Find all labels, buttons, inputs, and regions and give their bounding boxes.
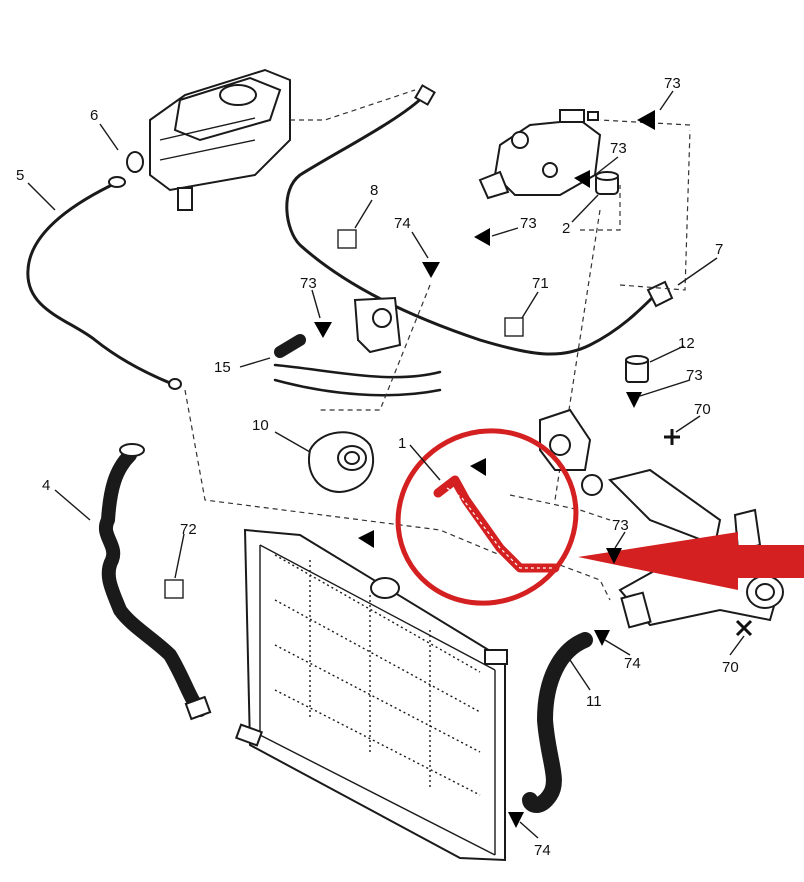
callout-11: 11 [586, 693, 602, 710]
radiator [234, 528, 508, 862]
callout-73-bracket: 73 [300, 275, 317, 292]
vent-hose-5 [26, 176, 182, 390]
hose-clamp-bracket [353, 296, 402, 354]
cross-marker-70-top [664, 429, 680, 445]
callout-1: 1 [398, 435, 406, 452]
callout-74-mid: 74 [624, 655, 641, 672]
heater-hose [273, 363, 442, 379]
callout-6: 6 [90, 107, 98, 124]
hose-connector-10 [308, 431, 375, 494]
callout-73-outlet: 73 [612, 517, 629, 534]
callout-4: 4 [42, 477, 50, 494]
highlight-circle [395, 428, 579, 606]
callout-73-top: 73 [664, 75, 681, 92]
arrow-1-red [470, 458, 486, 476]
arrow-73-mid [474, 228, 490, 246]
expansion-tank [149, 68, 291, 211]
square-marker-71 [504, 317, 524, 337]
thermostat-housing [478, 109, 602, 200]
lower-hose-11 [522, 632, 593, 813]
callout-8: 8 [370, 182, 378, 199]
arrow-74-bottom [508, 812, 524, 828]
callout-70-top: 70 [694, 401, 711, 418]
callout-73-right: 73 [686, 367, 703, 384]
arrow-73-bracket [314, 322, 332, 338]
highlighted-hose [433, 475, 560, 573]
red-pointer-arrow [578, 532, 804, 590]
square-marker-72 [164, 579, 184, 599]
vent-hose-top [285, 84, 674, 356]
seal-ring-6 [126, 151, 144, 173]
callout-7: 7 [715, 241, 723, 258]
sensor-2 [595, 171, 619, 195]
square-marker-8 [337, 229, 357, 249]
arrow-73-right [626, 392, 642, 408]
callout-71: 71 [532, 275, 549, 292]
sensor-12 [625, 355, 649, 383]
arrow-radiator [358, 530, 374, 548]
arrow-73-top [637, 110, 655, 130]
callout-70-bottom: 70 [722, 659, 739, 676]
cross-marker-70-bottom [735, 619, 753, 637]
callout-2: 2 [562, 220, 570, 237]
dashed-link [290, 89, 416, 121]
callout-10: 10 [252, 417, 269, 434]
callout-72: 72 [180, 521, 197, 538]
arrow-74-top [422, 262, 440, 278]
arrow-73-outlet [606, 548, 622, 564]
callout-15: 15 [214, 359, 231, 376]
hose-15 [274, 334, 306, 358]
callout-73-mid: 73 [520, 215, 537, 232]
arrow-73-thermostat [574, 170, 590, 188]
callout-5: 5 [16, 167, 24, 184]
callout-74-bottom: 74 [534, 842, 551, 859]
lower-hose-4 [99, 443, 212, 721]
arrow-74-mid [594, 630, 610, 646]
callout-73-thermostat: 73 [610, 140, 627, 157]
callout-74-top: 74 [394, 215, 411, 232]
callout-12: 12 [678, 335, 695, 352]
